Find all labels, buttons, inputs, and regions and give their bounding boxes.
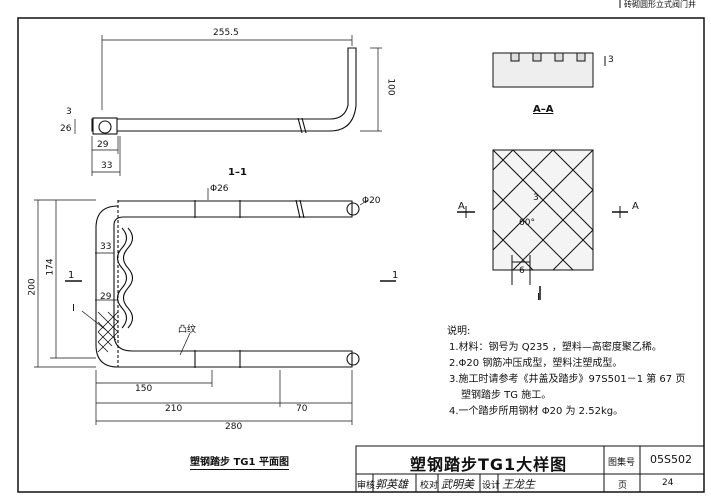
cut-right-1: 1 [392, 270, 399, 281]
dim-150: 150 [135, 384, 153, 394]
checker-name: 武明美 [441, 478, 474, 491]
reviewer-name: 郭英雄 [375, 478, 408, 491]
section-aa-label: A–A [533, 104, 554, 115]
dim-phi26: Φ26 [210, 184, 229, 194]
atlas-label: 图集号 [608, 458, 636, 468]
bump-label: 凸纹 [178, 325, 197, 335]
plan-view [95, 199, 360, 368]
cut-left-1: 1 [68, 270, 75, 281]
dim-top-height: 100 [385, 78, 396, 96]
drawing-title: 塑钢踏步TG1大样图 [410, 455, 568, 474]
dim-top-3: 3 [66, 107, 72, 117]
section-aa-view [492, 52, 606, 88]
dim-200: 200 [27, 278, 38, 296]
dim-top-29: 29 [97, 140, 109, 150]
plan-caption: 塑钢踏步 TG1 平面图 [190, 453, 289, 470]
page-label: 页 [618, 481, 628, 491]
tread-pattern-view [457, 149, 628, 300]
dim-70: 70 [296, 404, 308, 414]
dim-33: 33 [100, 242, 112, 252]
note-3-cont: 塑钢踏步 TG 施工。 [461, 390, 552, 401]
design-label: 设计 [482, 481, 501, 491]
dim-29: 29 [100, 292, 112, 302]
designer-name: 王龙生 [502, 478, 535, 491]
note-3: 3.施工时请参考《井盖及踏步》97S501－1 第 67 页 [449, 374, 686, 385]
review-label: 审核 [357, 481, 376, 491]
dim-top-33: 33 [101, 161, 113, 171]
detail-i-marker: I [72, 303, 75, 314]
page-number: 24 [662, 478, 674, 488]
dim-280: 280 [225, 422, 243, 432]
notes-block: 说明: 1.材料：钢号为 Q235 ，塑料—高密度聚乙稀。 2.Φ20 钢筋冲压… [447, 324, 685, 420]
dim-6: 6 [519, 266, 525, 276]
notes-title: 说明: [447, 326, 471, 337]
top-dimensions [74, 35, 382, 176]
dim-top-26: 26 [60, 124, 72, 134]
atlas-number: 05S502 [650, 453, 692, 466]
dim-diamond-3: 3 [533, 193, 539, 203]
check-label: 校对 [420, 481, 439, 491]
dim-phi20: Φ20 [362, 196, 381, 206]
dim-210: 210 [165, 404, 183, 414]
section-1-1-label: 1–1 [228, 167, 247, 178]
detail-i-label: I [537, 292, 540, 303]
header-snippet: 砖砌圆形立式阀门井 [624, 0, 696, 9]
note-1: 1.材料：钢号为 Q235 ，塑料—高密度聚乙稀。 [449, 342, 662, 353]
plan-dimensions [34, 188, 396, 425]
cut-left-a: A [458, 201, 465, 212]
dim-aa-3: 3 [608, 55, 614, 65]
note-4: 4.一个踏步所用钢材 Φ20 为 2.52kg。 [449, 406, 624, 417]
top-elevation-view [91, 47, 357, 135]
note-2: 2.Φ20 钢筋冲压成型，塑料注塑成型。 [449, 358, 623, 369]
dim-174: 174 [45, 258, 56, 276]
title-block [355, 445, 705, 493]
dim-angle: 60° [519, 218, 535, 228]
dim-top-length: 255.5 [213, 28, 239, 38]
cut-right-a: A [632, 201, 639, 212]
